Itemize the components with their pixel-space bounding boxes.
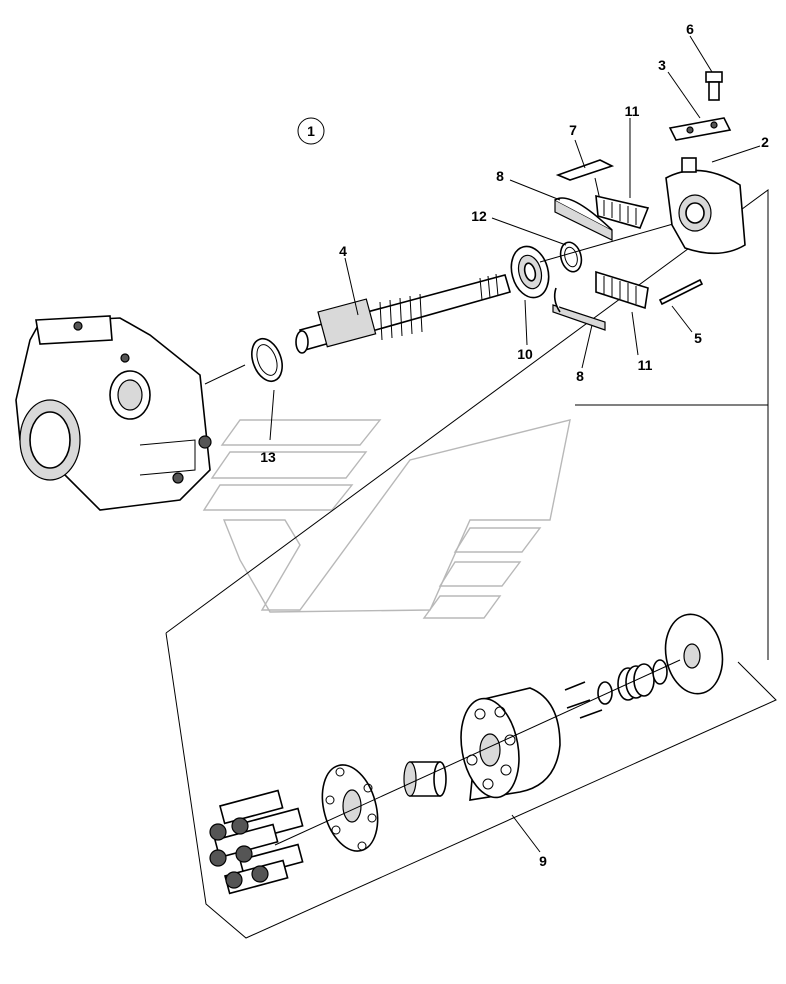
part-11-roller-cage-upper <box>595 194 650 229</box>
part-12-snap-ring <box>559 241 583 273</box>
cylinder-block <box>460 687 561 801</box>
rotating-axis <box>274 659 681 846</box>
part-11-roller-cage-lower <box>595 270 649 310</box>
callout-11-lower: 11 <box>638 357 653 373</box>
part-13-circlip <box>251 337 283 383</box>
ball-guide <box>403 761 447 797</box>
figure-number: 1 <box>307 123 315 139</box>
o-ring <box>597 681 613 705</box>
callout-4: 4 <box>339 243 347 259</box>
part-6-screw <box>705 71 723 101</box>
leader-housing-axis <box>204 364 246 385</box>
part-8-bearing-shell-upper <box>554 197 613 241</box>
small-pins <box>564 681 603 719</box>
callout-7: 7 <box>569 122 577 138</box>
callout-3: 3 <box>658 57 666 73</box>
part-4-drive-shaft <box>295 273 511 354</box>
callout-8-upper: 8 <box>496 168 504 184</box>
pistons <box>209 789 304 895</box>
part-5-pin <box>658 278 704 306</box>
part-7-clip <box>555 159 615 201</box>
part-10-bearing <box>510 245 550 299</box>
retainer-plate <box>321 764 379 852</box>
figure-number-circle <box>297 117 325 145</box>
pump-housing <box>15 315 212 511</box>
callout-2: 2 <box>761 134 769 150</box>
callout-12: 12 <box>471 208 487 224</box>
callout-11-upper: 11 <box>625 103 640 119</box>
callout-9: 9 <box>539 853 547 869</box>
part-8-bearing-shell-lower <box>552 287 606 331</box>
callout-10: 10 <box>517 346 533 362</box>
spring <box>617 663 655 701</box>
part-3-plate <box>668 117 732 141</box>
o-ring-2 <box>652 659 668 685</box>
group-9-outline <box>165 189 777 939</box>
callout-13: 13 <box>260 449 276 465</box>
part-2-swash-plate <box>665 157 746 255</box>
callout-5: 5 <box>694 330 702 346</box>
upper-assembly-axis <box>539 221 681 263</box>
watermark-logo <box>202 419 571 619</box>
callout-8-lower: 8 <box>576 368 584 384</box>
port-plate <box>664 613 724 695</box>
callout-6: 6 <box>686 21 694 37</box>
part-9-rotating-group <box>209 613 724 895</box>
